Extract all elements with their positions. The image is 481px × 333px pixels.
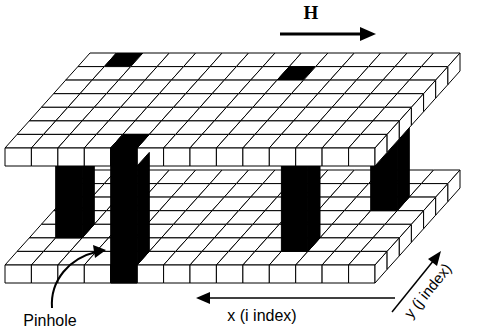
pinhole-leader-head — [93, 245, 106, 258]
field-arrow-line — [280, 33, 362, 36]
x-axis-head — [196, 292, 210, 304]
pinhole-column — [111, 134, 150, 148]
lattice-cell-side — [424, 197, 436, 229]
lattice-cell-front — [5, 265, 31, 283]
lattice-cell-front — [296, 148, 322, 166]
lattice-cell-front — [322, 265, 349, 283]
lattice-cell-front — [243, 148, 269, 166]
lattice-cell-front — [269, 148, 295, 166]
lattice-cell-front — [269, 265, 295, 283]
lattice-cell-side — [424, 80, 436, 112]
lattice-cell-front — [349, 148, 375, 166]
lattice-cell-side — [436, 67, 448, 99]
lattice-cell-side — [375, 134, 387, 166]
lattice-layers — [5, 53, 460, 283]
lattice-cell-front — [296, 265, 322, 283]
lattice-cell-side — [436, 184, 448, 216]
lattice-cell-side — [448, 170, 460, 202]
lattice-cell-front — [190, 148, 216, 166]
lattice-cell-side — [399, 107, 411, 139]
lattice-cell-front — [58, 148, 84, 166]
field-arrow-head — [360, 27, 376, 41]
field-arrow — [280, 27, 376, 41]
lattice-cell-front — [137, 265, 164, 283]
conducting-pillar — [281, 152, 308, 251]
lattice-cell-side — [375, 251, 387, 283]
lattice-cell-front — [164, 148, 190, 166]
lattice-cell-front — [349, 265, 375, 283]
x-axis-line — [208, 297, 395, 299]
lattice-cell-front — [84, 265, 110, 283]
axis-label: x (i index) — [227, 307, 296, 325]
lattice-cell-side — [387, 121, 399, 152]
pinhole-column — [137, 152, 149, 265]
lattice-cell-side — [411, 94, 423, 126]
lattice-cell-front — [5, 148, 31, 166]
lattice-cell-front — [216, 265, 243, 283]
lattice-cell-front — [31, 148, 58, 166]
pinhole-leader — [52, 245, 106, 308]
pinhole-column — [111, 148, 137, 283]
pinhole-leader-line — [52, 252, 96, 308]
field-label: H — [304, 2, 319, 24]
lattice-cell-side — [448, 53, 460, 85]
x-axis-arrow — [196, 292, 395, 304]
lattice-cell-front — [31, 265, 58, 283]
lattice-cell-front — [243, 265, 269, 283]
callout-label: Pinhole — [23, 312, 76, 330]
lattice-cell-side — [411, 211, 423, 243]
lattice-cell-front — [164, 265, 190, 283]
lattice-cell-front — [84, 148, 110, 166]
lattice-cell-side — [387, 238, 399, 270]
lattice-cell-front — [190, 265, 216, 283]
lattice-cell-front — [322, 148, 349, 166]
lattice-cell-front — [216, 148, 243, 166]
lattice-cell-side — [399, 224, 411, 256]
